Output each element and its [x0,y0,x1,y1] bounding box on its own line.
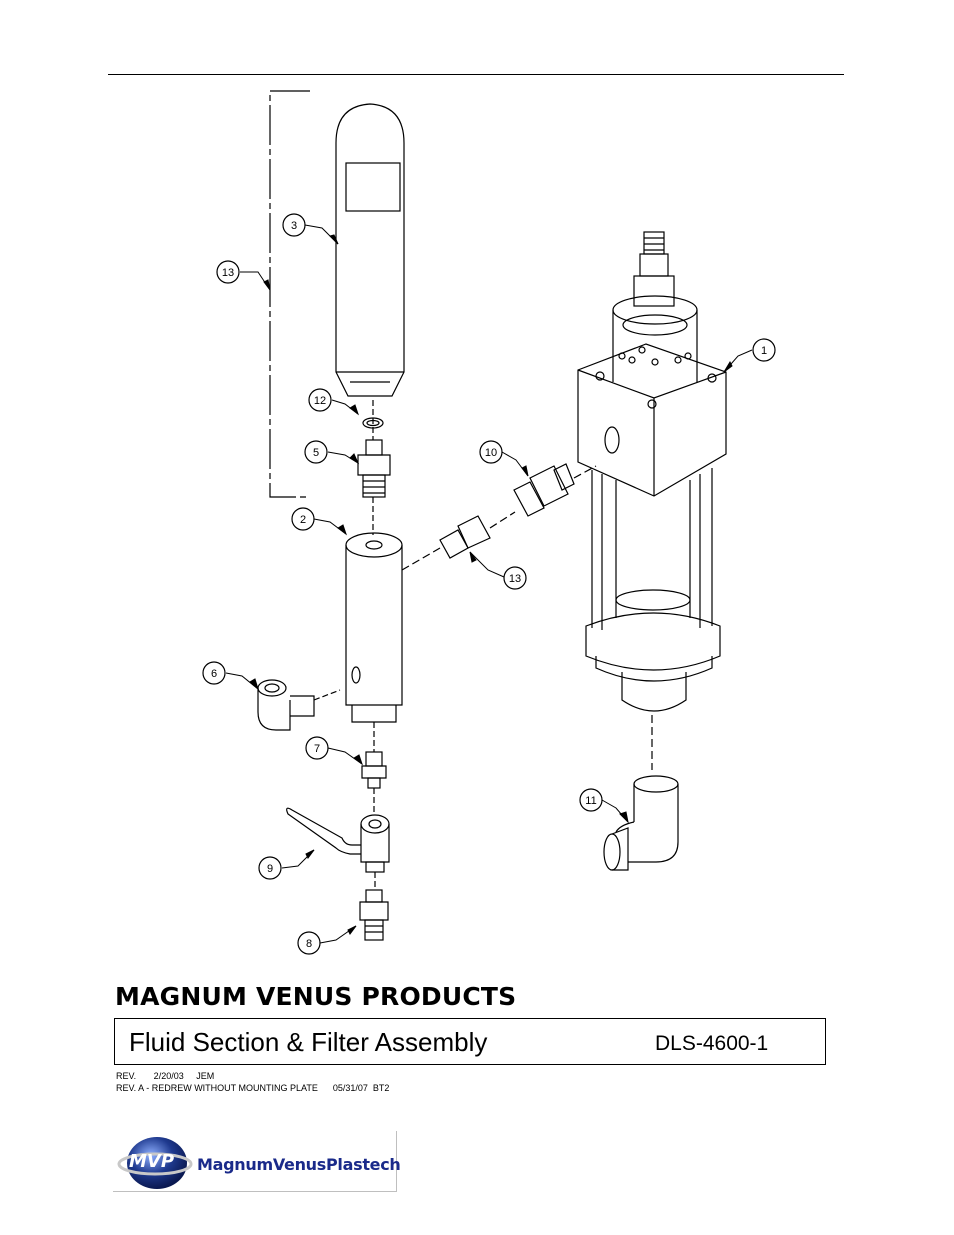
callout-label: 10 [485,447,497,459]
callout-balloon-5: 5 [304,440,328,464]
callout-label: 2 [300,514,306,526]
filter-body-part [345,532,403,723]
exploded-assembly-drawing: 1 2 3 5 6 7 8 9 10 11 12 13 [202,90,776,955]
callout-label: 11 [585,795,596,807]
callout-label: 8 [306,938,312,950]
large-elbow-part [603,775,679,871]
reducer-fitting-part [361,751,387,789]
callout-balloon-10: 10 [479,440,503,464]
callout-balloon-3: 3 [282,213,306,237]
logo-wordmark: MagnumVenusPlastech [197,1155,401,1174]
callout-balloon-13-bracket: 13 [216,260,240,284]
callout-label: 12 [314,395,326,407]
callout-balloon-13-adapter: 13 [503,566,527,590]
callout-label: 5 [313,447,319,459]
company-name: MAGNUM VENUS PRODUCTS [115,982,517,1011]
callout-leaders [225,224,753,944]
mvp-badge-icon [117,1137,193,1189]
title-block: Fluid Section & Filter Assembly DLS-4600… [114,1018,826,1065]
callout-label: 7 [314,743,320,755]
callout-label: 1 [761,345,767,357]
company-logo: MVP MagnumVenusPlastech [113,1131,401,1192]
logo-badge-text: MVP [129,1151,175,1172]
ball-valve-part [286,807,390,873]
drawing-title: Fluid Section & Filter Assembly [129,1027,488,1057]
elbow-fitting-part [257,679,341,731]
callout-balloon-9: 9 [258,856,282,880]
swivel-fitting-part [513,463,597,517]
revision-line: REV. A - REDREW WITHOUT MOUNTING PLATE 0… [116,1083,390,1093]
header-rule [108,74,844,75]
revision-line: REV. 2/20/03 JEM [116,1071,215,1081]
callout-label: 9 [267,863,273,875]
nipple-bottom-part [359,889,389,941]
drawing-number: DLS-4600-1 [655,1032,769,1055]
callout-balloon-1: 1 [752,338,776,362]
assembly-bracket [269,90,310,498]
callout-label: 13 [222,267,234,279]
adapter-fitting-part [401,511,516,571]
callout-label: 6 [211,668,217,680]
callout-balloon-7: 7 [305,736,329,760]
filter-housing-part [335,103,405,397]
fluid-section-part [577,231,727,712]
callout-balloon-12: 12 [308,388,332,412]
callout-label: 3 [291,220,297,232]
nipple-fitting-part [357,439,391,498]
callout-balloon-2: 2 [291,507,315,531]
callout-balloon-8: 8 [297,931,321,955]
callout-label: 13 [509,573,521,585]
callout-balloon-6: 6 [202,661,226,685]
callout-balloon-11: 11 [579,788,603,812]
